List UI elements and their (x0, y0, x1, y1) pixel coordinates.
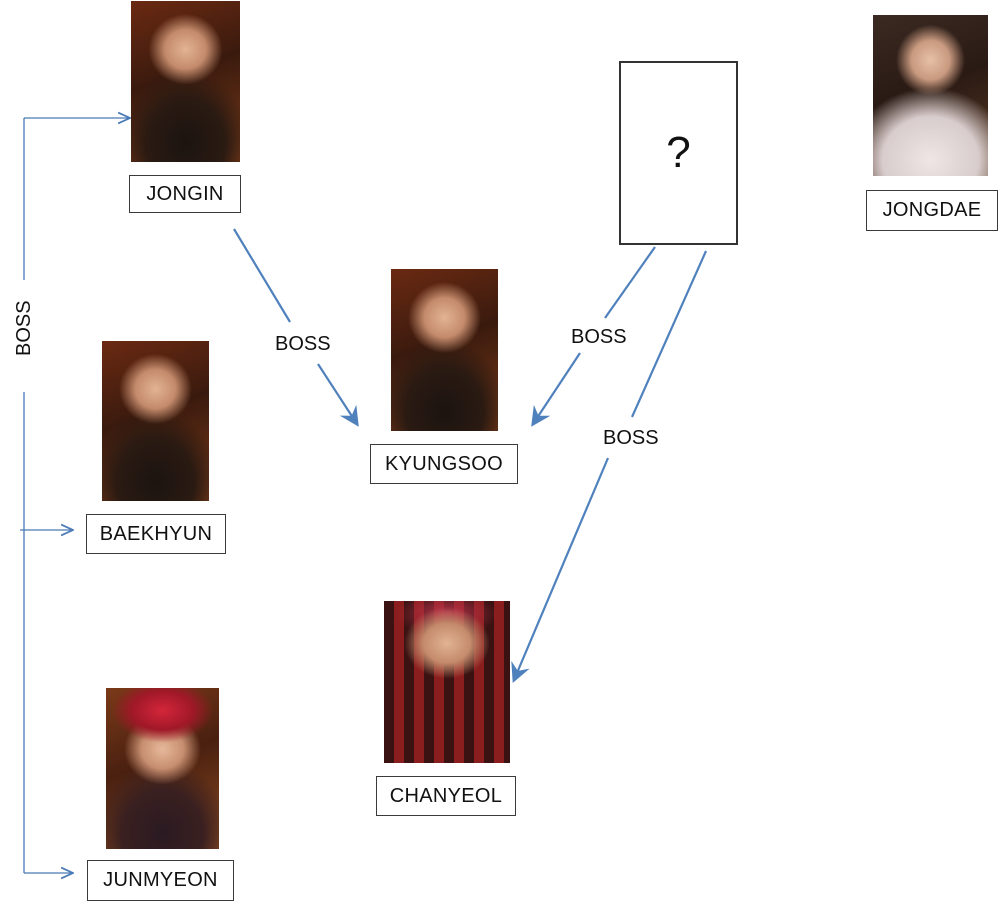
unknown-boss-label: ? (666, 128, 691, 177)
name-label-junmyeon: JUNMYEON (87, 860, 234, 901)
boss-bracket (20, 118, 130, 873)
name-label-chanyeol: CHANYEOL (376, 776, 516, 816)
name-label-baekhyun: BAEKHYUN (86, 514, 226, 554)
photo-baekhyun (102, 341, 209, 501)
name-label-jongdae: JONGDAE (866, 190, 998, 231)
boss-label-unknown-kyungsoo: BOSS (571, 326, 627, 348)
arrow-unknown-to-kyungsoo (531, 246, 656, 427)
photo-kyungsoo (391, 269, 498, 431)
boss-label-unknown-chanyeol: BOSS (603, 427, 659, 449)
boss-bracket-label: BOSS (13, 300, 35, 356)
name-text-chanyeol: CHANYEOL (389, 784, 503, 807)
name-label-kyungsoo: KYUNGSOO (370, 444, 518, 484)
name-text-baekhyun: BAEKHYUN (99, 522, 213, 545)
name-text-jongin: JONGIN (146, 182, 224, 205)
arrow-jongin-to-kyungsoo (233, 228, 359, 427)
unknown-boss-box: ? (619, 61, 738, 245)
name-text-junmyeon: JUNMYEON (103, 869, 218, 891)
photo-chanyeol (384, 601, 510, 763)
name-text-kyungsoo: KYUNGSOO (385, 452, 503, 475)
photo-jongin (131, 1, 240, 162)
photo-jongdae (873, 15, 988, 176)
photo-junmyeon (106, 688, 219, 849)
name-label-jongin: JONGIN (129, 175, 241, 213)
name-text-jongdae: JONGDAE (882, 199, 982, 221)
arrow-unknown-to-chanyeol (511, 250, 708, 684)
boss-label-jongin-kyungsoo: BOSS (275, 333, 331, 355)
